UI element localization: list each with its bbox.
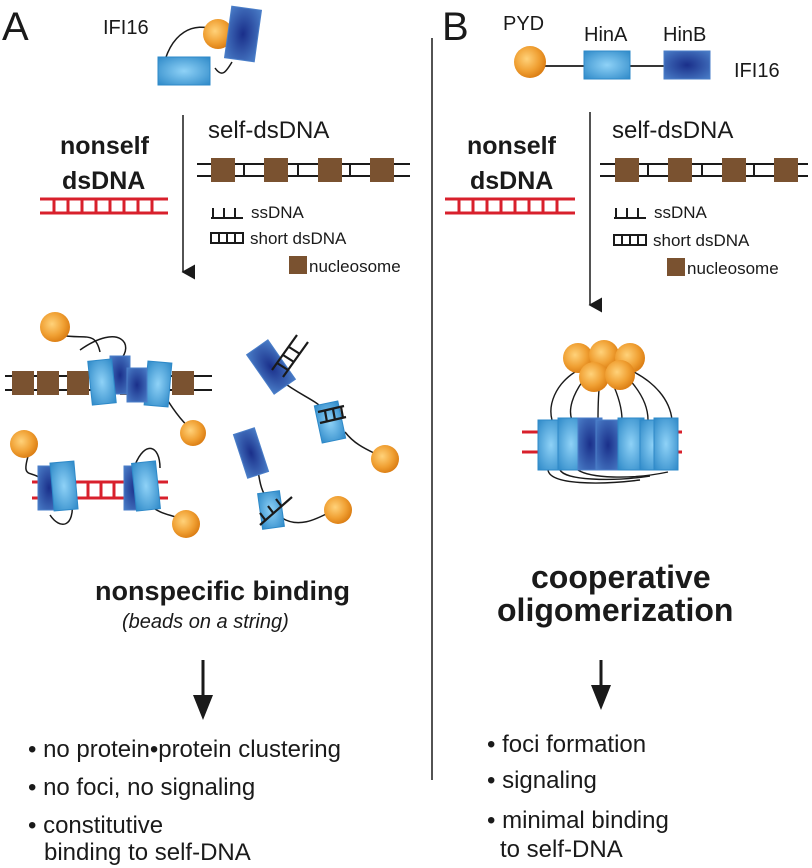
- panel-a-nucleosome-legend-icon: [289, 256, 307, 274]
- panel-b-oligomer-illustration: [522, 340, 682, 484]
- panel-b-short-dsdna-icon: [613, 234, 647, 246]
- panel-b-nonself-label-2: dsDNA: [470, 167, 553, 195]
- panel-a-letter: A: [2, 5, 29, 49]
- panel-a-short-dna-binding-illustration: [232, 334, 399, 530]
- panel-a-nonself-label-1: nonself: [60, 132, 150, 160]
- panel-a-nonself-dsdna-icon: [40, 197, 168, 215]
- pyd-domain-icon: [203, 19, 233, 49]
- panel-b-nucleosome-label: nucleosome: [687, 259, 779, 278]
- panel-a-bullet-1: • no protein•protein clustering: [28, 736, 341, 763]
- panel-a-self-dna-binding-illustration: [5, 312, 212, 446]
- nucleosome-icon: [668, 158, 692, 182]
- hinb-domain-icon: [223, 5, 263, 63]
- panel-b-pyd-label: PYD: [503, 13, 544, 35]
- nucleosome-icon: [722, 158, 746, 182]
- panel-a-self-dsdna-label: self-dsDNA: [208, 117, 329, 144]
- hina-domain-icon: [157, 56, 211, 86]
- panel-a-ifi16-folded: [157, 5, 263, 86]
- panel-b-bullet-3: • minimal binding: [487, 807, 669, 834]
- panel-b-hina-label: HinA: [584, 24, 628, 46]
- panel-a-short-dsdna-label: short dsDNA: [250, 229, 347, 248]
- panel-b-self-dsdna-icon: [600, 158, 808, 182]
- panel-b-self-dsdna-label: self-dsDNA: [612, 117, 733, 144]
- panel-a-nonself-dna-binding-illustration: [10, 430, 200, 538]
- nucleosome-icon: [774, 158, 798, 182]
- panel-b-title-line-1: cooperative: [531, 559, 711, 595]
- panel-a-nonself-label-2: dsDNA: [62, 167, 145, 195]
- nucleosome-icon: [318, 158, 342, 182]
- panel-a-short-dsdna-icon: [210, 232, 244, 244]
- hina-domain-icon: [583, 50, 631, 80]
- panel-a-self-dsdna-icon: [197, 158, 410, 182]
- panel-b-short-dsdna-label: short dsDNA: [653, 231, 750, 250]
- panel-b-nonself-dsdna-icon: [445, 197, 575, 215]
- panel-a-result-arrow: [193, 660, 213, 720]
- panel-a-bullet-3-cont: binding to self-DNA: [44, 839, 251, 866]
- panel-b-bullet-1: • foci formation: [487, 731, 646, 758]
- panel-a-nucleosome-label: nucleosome: [309, 257, 401, 276]
- panel-b-bullet-3-cont: to self-DNA: [500, 836, 623, 863]
- panel-a-ssdna-icon: [211, 208, 243, 219]
- panel-b-nucleosome-legend-icon: [667, 258, 685, 276]
- panel-b-ifi16-linear: [514, 46, 711, 80]
- nucleosome-icon: [615, 158, 639, 182]
- panel-a-title: nonspecific binding: [95, 576, 350, 606]
- panel-b-letter: B: [442, 5, 469, 49]
- panel-a-bullet-2: • no foci, no signaling: [28, 774, 255, 801]
- panel-a-subtitle: (beads on a string): [122, 611, 289, 633]
- pyd-domain-icon: [514, 46, 546, 78]
- panel-a-ssdna-label: ssDNA: [251, 203, 305, 222]
- nucleosome-icon: [264, 158, 288, 182]
- nucleosome-icon: [370, 158, 394, 182]
- panel-b-bullet-2: • signaling: [487, 767, 597, 794]
- panel-b-nonself-label-1: nonself: [467, 132, 557, 160]
- panel-b-ssdna-label: ssDNA: [654, 203, 708, 222]
- hinb-domain-icon: [663, 50, 711, 80]
- panel-b-ssdna-icon: [614, 208, 646, 219]
- panel-a-protein-label: IFI16: [103, 17, 149, 39]
- panel-b-hinb-label: HinB: [663, 24, 706, 46]
- panel-b-protein-label: IFI16: [734, 60, 780, 82]
- nucleosome-icon: [211, 158, 235, 182]
- panel-a-bullet-3: • constitutive: [28, 812, 163, 839]
- panel-b-result-arrow: [591, 660, 611, 710]
- panel-b-title-line-2: oligomerization: [497, 592, 733, 628]
